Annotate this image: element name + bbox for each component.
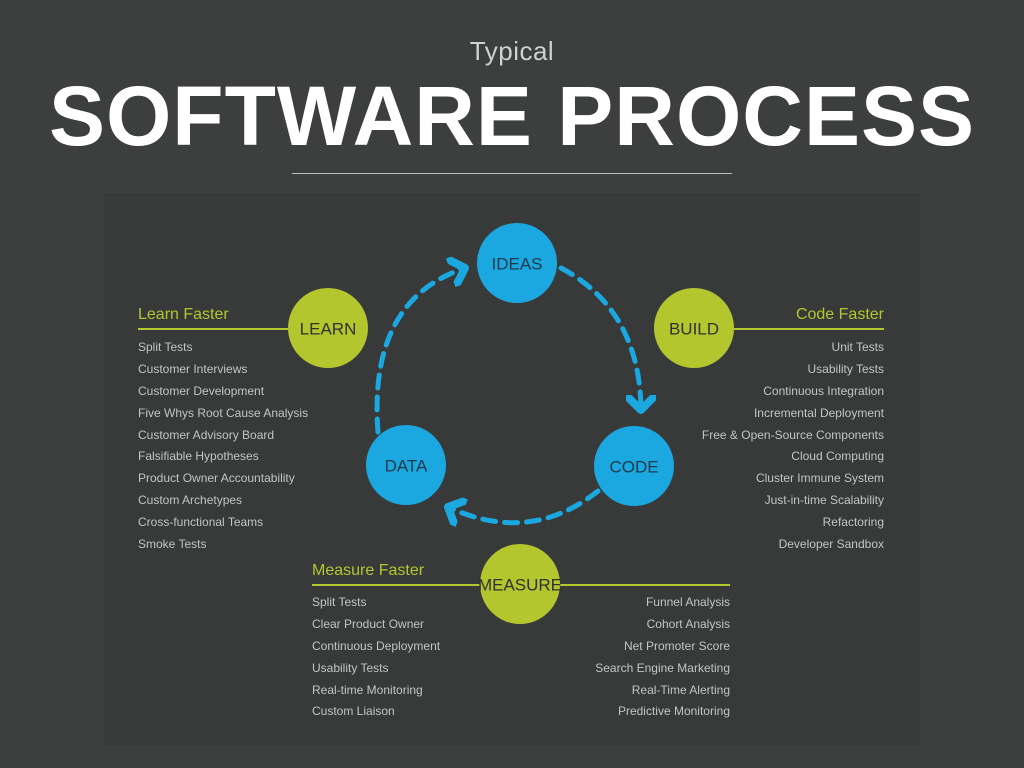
list-item: Custom Archetypes	[138, 493, 243, 508]
list-item: Cohort Analysis	[646, 616, 730, 631]
measure-right-list: Funnel Analysis Cohort Analysis Net Prom…	[530, 592, 730, 723]
build-list: Unit Tests Usability Tests Continuous In…	[664, 337, 884, 556]
list-item: Predictive Monitoring	[617, 704, 730, 719]
learn-label: LEARN	[300, 320, 357, 339]
list-item: Custom Liaison	[312, 704, 395, 719]
list-item: Developer Sandbox	[778, 537, 884, 552]
ideas-label: IDEAS	[491, 255, 542, 274]
data-node: DATA	[366, 425, 446, 505]
list-item: Customer Advisory Board	[138, 427, 275, 442]
code-node: CODE	[594, 426, 674, 506]
list-item: Refactoring	[822, 515, 884, 530]
list-item: Split Tests	[138, 340, 193, 354]
data-to-ideas-arrow	[374, 268, 465, 435]
list-item: Cluster Immune System	[755, 471, 884, 486]
slide-title: SOFTWARE PROCESS	[48, 69, 976, 163]
list-item: Continuous Deployment	[312, 638, 441, 653]
build-node: BUILD	[654, 288, 734, 368]
list-item: Clear Product Owner	[312, 616, 425, 631]
list-item: Search Engine Marketing	[595, 660, 730, 675]
list-item: Five Whys Root Cause Analysis	[138, 405, 309, 420]
list-item: Just-in-time Scalability	[764, 493, 884, 508]
build-label: BUILD	[669, 320, 719, 339]
list-item: Split Tests	[312, 595, 367, 609]
slide-subtitle: Typical	[469, 36, 555, 66]
list-item: Net Promoter Score	[623, 638, 730, 653]
list-item: Customer Interviews	[138, 361, 248, 376]
measure-label: MEASURE	[478, 576, 562, 595]
list-item: Cloud Computing	[791, 449, 884, 464]
list-item: Cross-functional Teams	[138, 515, 264, 530]
measure-left-list: Split Tests Clear Product Owner Continuo…	[312, 592, 440, 723]
list-item: Usability Tests	[807, 361, 884, 376]
learn-list: Split Tests Customer Interviews Customer…	[138, 337, 308, 556]
measure-node: MEASURE	[478, 544, 562, 624]
list-item: Customer Development	[138, 383, 265, 398]
list-item: Funnel Analysis	[645, 595, 730, 609]
ideas-node: IDEAS	[477, 223, 557, 303]
list-item: Real-time Monitoring	[312, 682, 423, 697]
list-item: Usability Tests	[312, 660, 389, 675]
list-item: Product Owner Accountability	[138, 471, 295, 486]
learn-heading: Learn Faster	[138, 306, 229, 323]
code-to-data-arrow	[448, 488, 601, 523]
list-item: Real-Time Alerting	[631, 682, 730, 697]
list-item: Falsifiable Hypotheses	[138, 449, 259, 464]
learn-node: LEARN	[288, 288, 368, 368]
ideas-to-code-arrow	[558, 265, 641, 410]
list-item: Continuous Integration	[763, 383, 884, 398]
measure-heading: Measure Faster	[312, 562, 425, 579]
title-divider	[292, 173, 732, 174]
list-item: Unit Tests	[831, 340, 884, 354]
list-item: Incremental Deployment	[753, 405, 884, 420]
list-item: Smoke Tests	[138, 537, 207, 552]
build-heading: Code Faster	[795, 306, 884, 323]
list-item: Free & Open-Source Components	[701, 427, 884, 442]
code-label: CODE	[609, 458, 658, 477]
data-label: DATA	[385, 457, 428, 476]
